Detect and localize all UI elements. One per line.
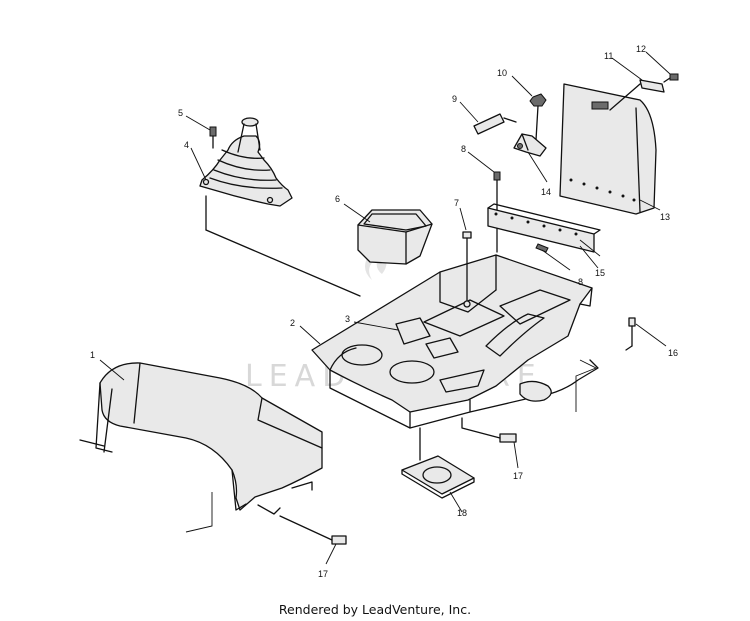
callout-17-right: 17 (513, 471, 523, 481)
callout-16: 16 (668, 348, 678, 358)
callout-12: 12 (636, 44, 646, 54)
part-15-rail (487, 203, 601, 253)
part-5-screw (209, 126, 217, 149)
part-11-clip (609, 79, 665, 111)
part-18-plate (401, 427, 475, 499)
callout-8-lower: 8 (578, 277, 583, 287)
part-17-bolt-right (461, 417, 517, 443)
callout-8-upper: 8 (461, 144, 466, 154)
callout-11: 11 (604, 51, 613, 61)
callout-9: 9 (452, 94, 457, 104)
callout-numbers: 1 2 3 4 5 6 7 8 8 9 10 11 12 13 14 15 16… (90, 44, 678, 579)
part-9-bolt (473, 113, 517, 135)
part-7-plug (462, 231, 472, 308)
leader-lines (99, 51, 671, 565)
callout-14: 14 (541, 187, 551, 197)
part-17-bolt-lower (279, 515, 347, 545)
callout-10: 10 (497, 68, 507, 78)
part-10-nut (529, 93, 547, 141)
callout-13: 13 (660, 212, 670, 222)
callout-6: 6 (335, 194, 340, 204)
callout-15: 15 (595, 268, 605, 278)
part-1-fender (79, 362, 323, 515)
part-16-bolt (575, 317, 636, 412)
callout-1: 1 (90, 350, 95, 360)
footer-credit: Rendered by LeadVenture, Inc. (278, 602, 472, 617)
callout-7: 7 (454, 198, 459, 208)
part-2-floor-frame (311, 254, 599, 429)
callout-18: 18 (457, 508, 467, 518)
part-6-storage-bin (357, 209, 433, 265)
part-13-seat-back (559, 83, 657, 215)
part-4-shift-boot (199, 117, 361, 297)
callout-5: 5 (178, 108, 183, 118)
callout-3: 3 (345, 314, 350, 324)
part-14-hinge (513, 133, 547, 157)
part-12-screw (663, 73, 679, 83)
callout-17-lower: 17 (318, 569, 328, 579)
callout-2: 2 (290, 318, 295, 328)
callout-4: 4 (184, 140, 189, 150)
